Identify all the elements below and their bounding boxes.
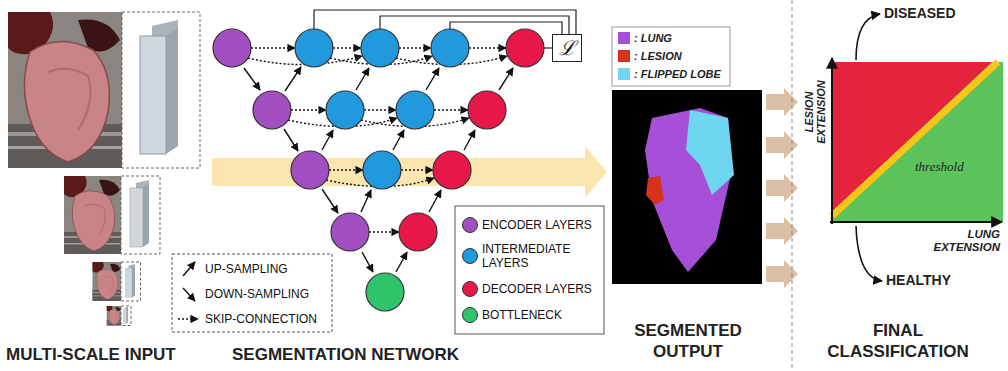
legend-swatch <box>618 32 630 44</box>
section-title-box: MULTI-SCALE INPUT <box>6 344 176 365</box>
legend-text: SKIP-CONNECTION <box>205 312 317 326</box>
legend-text: BOTTLENECK <box>482 308 562 322</box>
section-title: SEGMENTED OUTPUT <box>634 321 742 361</box>
legend-text-box: DOWN-SAMPLING <box>205 287 309 301</box>
legend-text-box: SKIP-CONNECTION <box>205 312 317 326</box>
legend-text-box: INTERMEDIATE LAYERS <box>482 242 586 270</box>
legend-swatch <box>462 307 478 323</box>
section-title: MULTI-SCALE INPUT <box>6 345 176 364</box>
axis-label-box: LUNG EXTENSION <box>922 228 1000 254</box>
axis-label: LESION EXTENSION <box>803 80 827 144</box>
legend-text-box: BOTTLENECK <box>482 308 562 322</box>
threshold-label: threshold <box>915 159 964 174</box>
loss-box: ℒ <box>552 34 582 62</box>
class-label: HEALTHY <box>886 272 951 288</box>
legend-text-box: : LESION <box>634 49 682 63</box>
legend-text-box: ENCODER LAYERS <box>482 218 592 232</box>
legend-text-box: : FLIPPED LOBE <box>634 67 721 81</box>
class-label-box: HEALTHY <box>886 272 951 288</box>
legend-text: DOWN-SAMPLING <box>205 287 309 301</box>
axis-label-box: LESION EXTENSION <box>803 72 827 152</box>
legend-text-box: DECODER LAYERS <box>482 282 592 296</box>
legend-text-box: UP-SAMPLING <box>205 262 288 276</box>
legend-text: ENCODER LAYERS <box>482 218 592 232</box>
legend-text: UP-SAMPLING <box>205 262 288 276</box>
legend-text-box: : LUNG <box>634 31 672 45</box>
section-title-box: SEGMENTATION NETWORK <box>232 344 459 365</box>
legend-text: : FLIPPED LOBE <box>634 68 721 80</box>
legend-text: INTERMEDIATE LAYERS <box>482 242 570 270</box>
section-title-box: SEGMENTED OUTPUT <box>618 320 758 362</box>
legend-swatch <box>462 248 478 264</box>
threshold-label-box: threshold <box>915 160 964 175</box>
loss-symbol: ℒ <box>559 37 576 59</box>
legend-swatch <box>618 50 630 62</box>
section-title: FINAL CLASSIFICATION <box>827 321 968 361</box>
legend-text: : LESION <box>634 50 682 62</box>
legend-text: : LUNG <box>634 32 672 44</box>
class-label-box: DISEASED <box>884 5 956 21</box>
section-title: SEGMENTATION NETWORK <box>232 345 459 364</box>
legend-swatch <box>462 217 478 233</box>
class-label: DISEASED <box>884 5 956 21</box>
legend-swatch <box>618 68 630 80</box>
section-title-box: FINAL CLASSIFICATION <box>813 320 983 362</box>
legend-swatch <box>462 281 478 297</box>
legend-text: DECODER LAYERS <box>482 282 592 296</box>
axis-label: LUNG EXTENSION <box>934 228 1000 253</box>
